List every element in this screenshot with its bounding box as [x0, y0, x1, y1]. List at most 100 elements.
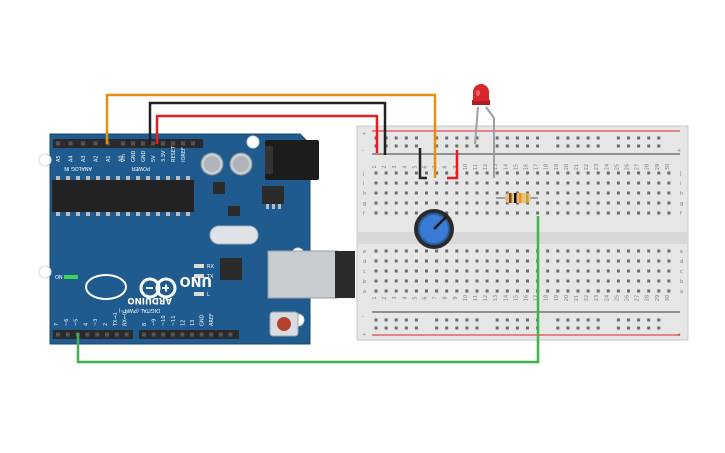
pin-label: 8 — [142, 323, 148, 326]
column-label: 4 — [402, 296, 408, 299]
column-label: 1 — [372, 165, 378, 168]
row-label: a — [363, 289, 366, 295]
wire-black-pot[interactable] — [418, 148, 427, 180]
header-hole — [151, 332, 156, 337]
column-label: 5 — [412, 165, 418, 168]
reset-button[interactable] — [269, 311, 299, 337]
pin-label: A5 — [56, 155, 62, 162]
pin-label: ~9 — [152, 319, 158, 326]
pin-label: 5V — [151, 155, 157, 162]
column-label: 14 — [503, 295, 509, 301]
power-jack — [265, 140, 319, 180]
column-label: 17 — [534, 164, 540, 170]
digital-header-left[interactable] — [53, 330, 133, 339]
column-label: 21 — [574, 164, 580, 170]
row-label: h — [363, 191, 366, 197]
header-hole — [105, 332, 109, 337]
column-label: 10 — [463, 295, 469, 301]
pin-label: ~3 — [93, 319, 99, 326]
column-label: 6 — [423, 165, 429, 168]
header-hole — [56, 141, 60, 146]
row-label: b — [680, 279, 683, 285]
row-label: f — [680, 211, 682, 217]
header-hole — [170, 332, 175, 337]
column-label: 2 — [382, 296, 388, 299]
pin-label: A3 — [81, 155, 87, 162]
column-label: 23 — [594, 164, 600, 170]
header-hole — [180, 332, 185, 337]
column-label: 28 — [645, 295, 651, 301]
column-label: 29 — [655, 164, 661, 170]
column-label: 19 — [554, 164, 560, 170]
l-led — [194, 292, 204, 296]
pin-label: ~10 — [161, 315, 167, 326]
arduino-brand-text: ARDUINO — [127, 295, 172, 305]
microcontroller-chip — [52, 176, 194, 216]
wire-red-pot[interactable] — [447, 150, 459, 180]
row-label: j — [679, 171, 681, 177]
breadboard[interactable] — [356, 125, 689, 341]
header-hole — [131, 141, 135, 146]
usb-chip — [220, 258, 242, 280]
small-ic — [213, 182, 225, 194]
wire-green-pin3[interactable] — [76, 216, 540, 364]
header-hole — [191, 141, 195, 146]
power-header[interactable] — [118, 139, 203, 148]
column-label: 11 — [473, 295, 479, 301]
column-label: 7 — [433, 296, 439, 299]
header-hole — [209, 332, 214, 337]
pin-label: Vin — [121, 154, 127, 162]
column-label: 12 — [483, 164, 489, 170]
pin-label: ~6 — [64, 319, 70, 326]
pin-label: ~11 — [171, 315, 177, 326]
pin-label: GND — [131, 150, 137, 162]
header-hole — [151, 141, 155, 146]
row-label: b — [363, 279, 366, 285]
power-on-led: ON — [55, 275, 78, 281]
header-hole — [161, 141, 165, 146]
column-label: 21 — [574, 295, 580, 301]
column-label: 2 — [382, 165, 388, 168]
column-label: 6 — [423, 296, 429, 299]
header-hole — [142, 332, 146, 337]
resistor[interactable] — [496, 193, 538, 203]
pin-label: RESET — [171, 145, 177, 162]
pin-label: RX←0 — [123, 312, 129, 326]
usb-connector — [267, 250, 355, 299]
column-label: 25 — [614, 295, 620, 301]
wire-black-gnd[interactable] — [148, 101, 387, 155]
column-label: 13 — [493, 295, 499, 301]
pin-label: GND — [141, 150, 147, 162]
column-label: 24 — [604, 295, 610, 301]
red-led[interactable] — [472, 84, 495, 178]
column-label: 19 — [554, 295, 560, 301]
header-hole — [81, 141, 85, 146]
potentiometer[interactable] — [414, 209, 454, 249]
column-label: 9 — [453, 296, 459, 299]
row-label: d — [363, 259, 366, 265]
column-label: 4 — [402, 165, 408, 168]
header-hole — [190, 332, 194, 337]
column-label: 15 — [513, 295, 519, 301]
pin-label: AREF — [209, 313, 215, 326]
wires — [76, 93, 540, 364]
column-label: 26 — [625, 164, 631, 170]
header-hole — [124, 332, 129, 337]
column-label: 5 — [412, 296, 418, 299]
pin-label: 13 — [190, 320, 196, 326]
wire-orange-a0[interactable] — [105, 93, 437, 178]
header-hole — [85, 332, 90, 337]
header-hole — [121, 141, 125, 146]
wire-red-5v[interactable] — [155, 114, 379, 153]
digital-header-right[interactable] — [139, 330, 239, 339]
row-label: g — [363, 201, 366, 207]
header-hole — [114, 332, 119, 337]
rail-minus-label-bottom: - — [362, 314, 364, 320]
pin-label: GND — [200, 314, 206, 326]
column-label: 3 — [392, 296, 398, 299]
on-label: ON — [55, 275, 63, 281]
column-label: 11 — [473, 164, 479, 170]
digital-section-label: DIGITAL (PWM~) — [118, 307, 160, 313]
